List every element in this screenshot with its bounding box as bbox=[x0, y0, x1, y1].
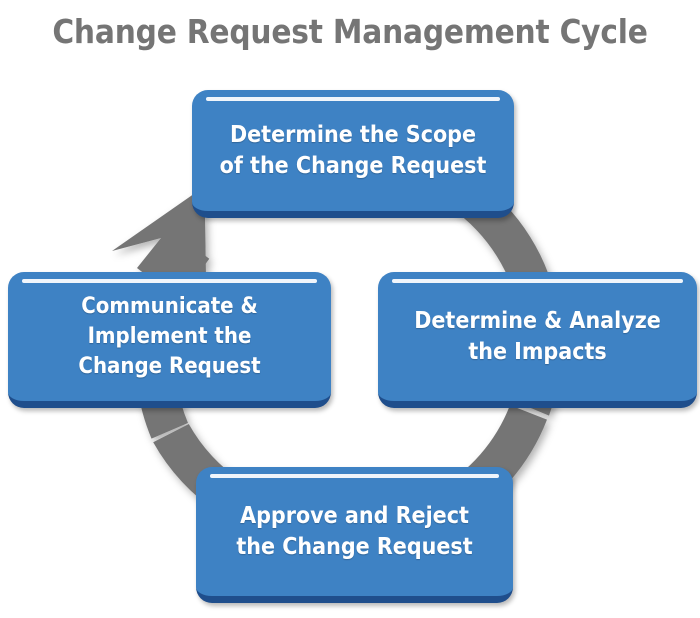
node-label: Determine the Scope of the Change Reques… bbox=[219, 121, 487, 179]
node-label: Approve and Reject the Change Request bbox=[236, 502, 473, 560]
page-title: Change Request Management Cycle bbox=[52, 12, 648, 51]
node-communicate-implement[interactable]: Communicate & Implement the Change Reque… bbox=[8, 272, 331, 408]
node-highlight bbox=[392, 279, 683, 283]
node-approve-reject[interactable]: Approve and Reject the Change Request bbox=[196, 467, 513, 603]
node-label: Determine & Analyze the Impacts bbox=[414, 307, 661, 365]
node-label: Communicate & Implement the Change Reque… bbox=[78, 293, 261, 379]
node-highlight bbox=[22, 279, 317, 283]
node-highlight bbox=[206, 97, 500, 101]
node-determine-scope[interactable]: Determine the Scope of the Change Reques… bbox=[192, 90, 514, 218]
node-determine-analyze-impacts[interactable]: Determine & Analyze the Impacts bbox=[378, 272, 697, 408]
node-highlight bbox=[210, 474, 499, 478]
